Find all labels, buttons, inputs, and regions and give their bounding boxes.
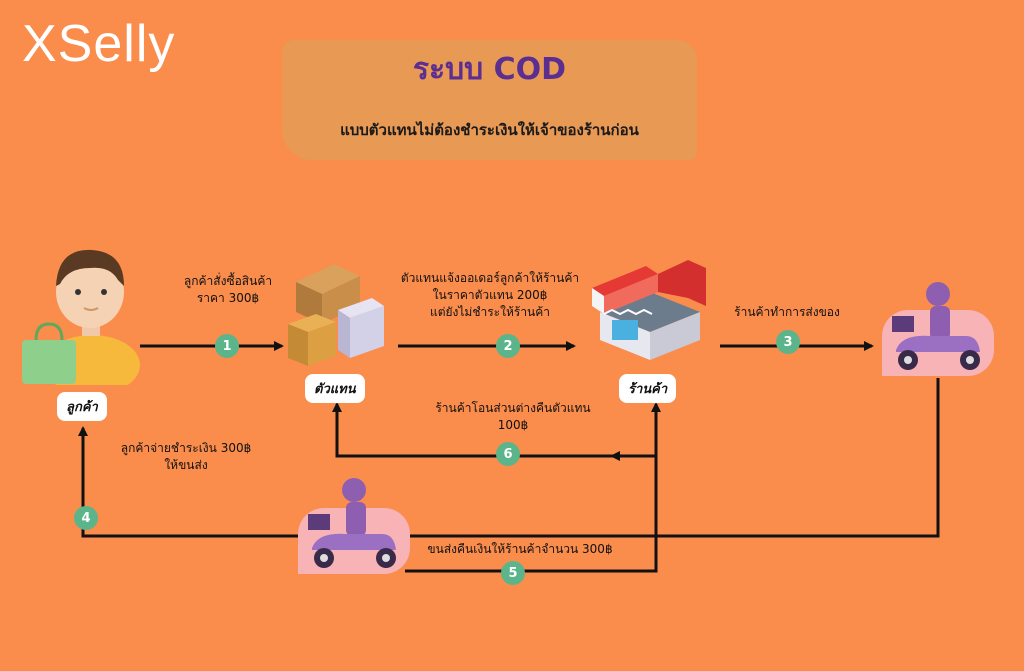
step-badge-3: 3 xyxy=(776,330,800,354)
step-badge-4: 4 xyxy=(74,506,98,530)
step-badge-2: 2 xyxy=(496,334,520,358)
step-4-label: ลูกค้าจ่ายชำระเงิน 300฿ ให้ขนส่ง xyxy=(116,440,256,474)
step-6-line-2: 100฿ xyxy=(497,418,529,432)
step-2-label: ตัวแทนแจ้งออเดอร์ลูกค้าให้ร้านค้า ในราคา… xyxy=(398,270,582,321)
step-2-line-2: ในราคาตัวแทน 200฿ xyxy=(432,288,548,302)
arrow-5-line xyxy=(405,402,661,573)
xselly-logo: XSelly xyxy=(22,15,176,73)
arrow-4-line xyxy=(78,378,940,538)
step-6-line-1: ร้านค้าโอนส่วนต่างคืนตัวแทน xyxy=(435,401,591,415)
agent-label: ตัวแทน xyxy=(305,374,365,403)
step-2-line-3: แต่ยังไม่ชำระให้ร้านค้า xyxy=(429,305,551,319)
page-title: ระบบ COD xyxy=(412,52,567,87)
step-4-line-2: ให้ขนส่ง xyxy=(164,458,208,472)
boxes-icon xyxy=(288,264,384,366)
shop-icon xyxy=(592,260,706,360)
step-4-line-1: ลูกค้าจ่ายชำระเงิน 300฿ xyxy=(120,441,252,455)
step-5-label: ขนส่งคืนเงินให้ร้านค้าจำนวน 300฿ xyxy=(420,541,620,558)
step-2-line-1: ตัวแทนแจ้งออเดอร์ลูกค้าให้ร้านค้า xyxy=(400,271,580,285)
title-backdrop xyxy=(282,40,697,160)
step-1-label: ลูกค้าสั่งซื้อสินค้า ราคา 300฿ xyxy=(168,273,288,307)
delivery-rider-icon xyxy=(298,478,410,574)
step-3-line-1: ร้านค้าทำการส่งของ xyxy=(734,305,840,319)
step-badge-1: 1 xyxy=(215,334,239,358)
step-3-label: ร้านค้าทำการส่งของ xyxy=(722,304,852,321)
step-1-line-2: ราคา 300฿ xyxy=(196,291,260,305)
page-subtitle: แบบตัวแทนไม่ต้องชำระเงินให้เจ้าของร้านก่… xyxy=(340,121,639,139)
step-badge-6: 6 xyxy=(496,442,520,466)
step-6-label: ร้านค้าโอนส่วนต่างคืนตัวแทน 100฿ xyxy=(428,400,598,434)
arrow-6b-line xyxy=(332,402,612,458)
step-1-line-1: ลูกค้าสั่งซื้อสินค้า xyxy=(183,274,273,288)
step-badge-5: 5 xyxy=(501,561,525,585)
customer-label: ลูกค้า xyxy=(57,392,107,421)
customer-avatar-icon xyxy=(22,249,140,385)
step-5-line-1: ขนส่งคืนเงินให้ร้านค้าจำนวน 300฿ xyxy=(427,542,613,556)
delivery-rider-icon xyxy=(882,282,994,376)
shop-label: ร้านค้า xyxy=(619,374,677,403)
